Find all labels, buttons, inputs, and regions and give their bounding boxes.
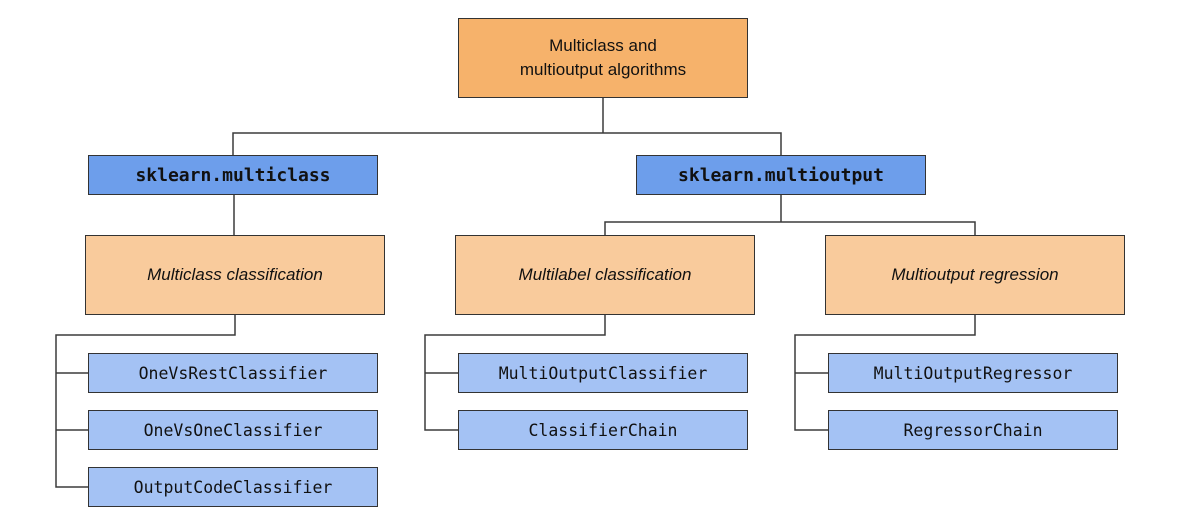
class-node-multioutputclassifier: MultiOutputClassifier: [458, 353, 748, 393]
module-node-sklearn-multioutput: sklearn.multioutput: [636, 155, 926, 195]
connector-multioutput-to-categories: [604, 195, 976, 235]
class-node-classifierchain: ClassifierChain: [458, 410, 748, 450]
category-node-multioutput-regression: Multioutput regression: [825, 235, 1125, 315]
class-node-multioutputregressor: MultiOutputRegressor: [828, 353, 1118, 393]
connector-multiclass-classes: [55, 315, 236, 488]
class-node-onevsoneclassifier: OneVsOneClassifier: [88, 410, 378, 450]
class-node-onevsrestclassifier: OneVsRestClassifier: [88, 353, 378, 393]
root-node-multiclass-and-multioutput-algorithms: Multiclass and multioutput algorithms: [458, 18, 748, 98]
module-node-sklearn-multiclass: sklearn.multiclass: [88, 155, 378, 195]
class-node-regressorchain: RegressorChain: [828, 410, 1118, 450]
category-node-multiclass-classification: Multiclass classification: [85, 235, 385, 315]
category-node-multilabel-classification: Multilabel classification: [455, 235, 755, 315]
connector-root-to-modules: [232, 98, 782, 155]
class-node-outputcodeclassifier: OutputCodeClassifier: [88, 467, 378, 507]
